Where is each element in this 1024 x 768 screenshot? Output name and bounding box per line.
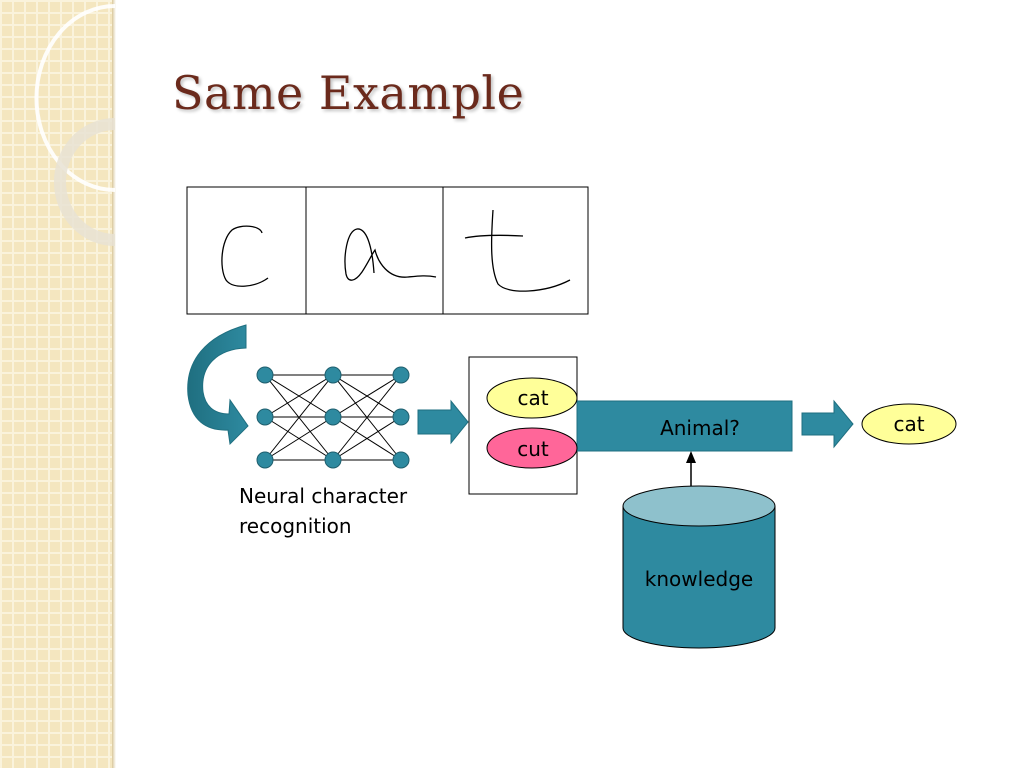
nn-connection [332,374,402,418]
output-label: cat [893,412,924,436]
nn-connection [264,416,334,461]
nn-node [392,408,410,426]
handwritten-t [464,209,571,292]
nn-connection [264,374,334,418]
slide-title: Same Example [172,66,525,120]
nn-node [392,451,410,469]
nn-connection [332,416,402,461]
candidate-cut-ellipse [486,427,578,469]
nn-node [392,366,410,384]
curved-arrow [187,324,249,446]
candidate-cat-label: cat [517,386,548,410]
nn-node [324,408,342,426]
context-label: Animal? [660,416,740,440]
nn-caption-line2: recognition [239,514,352,538]
decorative-rings [34,4,116,246]
nn-connection [332,374,402,461]
arrow-to-output [801,399,854,449]
neural-network [256,366,410,469]
sidebar-edge [112,0,116,768]
output-ellipse [861,403,957,445]
knowledge-database: knowledge [622,485,776,649]
nn-connection [264,374,334,461]
handwritten-a [344,228,437,281]
context-bar [576,400,793,452]
nn-caption-line1: Neural character [239,484,408,508]
nn-node [256,408,274,426]
arrow-to-candidates [417,399,469,445]
candidate-cat-ellipse [486,377,578,419]
knowledge-label: knowledge [645,567,753,591]
nn-node [324,451,342,469]
nn-node [324,366,342,384]
handwriting-box [186,186,589,315]
handwritten-c [221,225,269,287]
nn-node [256,366,274,384]
candidate-cut-label: cut [517,437,549,461]
candidates-box [468,356,578,495]
nn-node [256,451,274,469]
